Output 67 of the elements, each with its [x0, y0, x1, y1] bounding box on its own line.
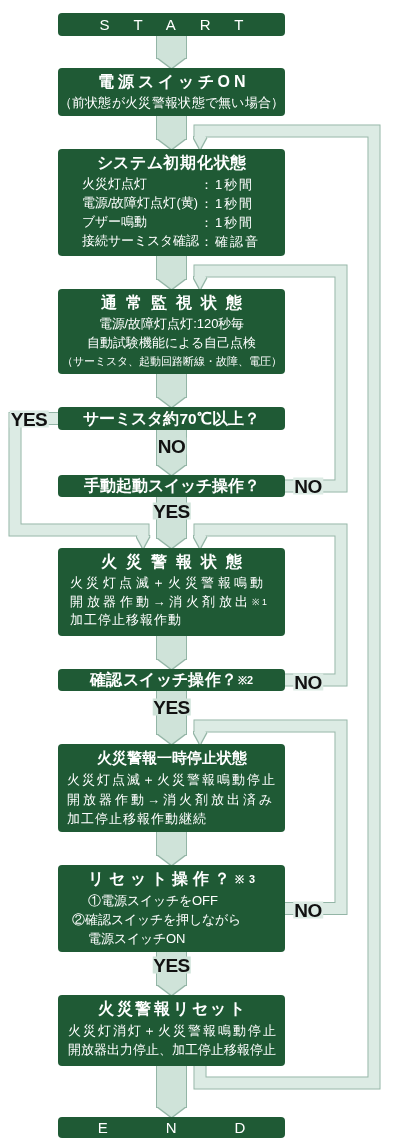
detail-text: 加工停止移報作動継続 — [67, 810, 206, 828]
flow-arrow — [157, 430, 186, 475]
heading: 電源スイッチON — [97, 72, 246, 92]
edge-label: NO — [156, 437, 187, 455]
flow-arrow — [157, 374, 186, 407]
process-box — [58, 995, 285, 1066]
return-arrow — [9, 413, 150, 548]
edge-label: NO — [293, 673, 323, 691]
detail-text: ①電源スイッチをOFF — [88, 892, 218, 910]
heading: システム初期化状態 — [96, 153, 247, 173]
process-box — [58, 548, 285, 636]
edge-label: NO — [293, 477, 323, 495]
flow-arrow — [157, 832, 186, 865]
edge-label: YES — [152, 502, 191, 520]
edge-label: YES — [152, 698, 191, 716]
edge-label: NO — [293, 901, 323, 919]
decision-box — [58, 865, 285, 952]
detail-text: 火災灯点滅＋火災警報鳴動停止 — [67, 771, 275, 789]
detail-text: 火災灯点滅＋火災警報鳴動 — [70, 574, 264, 592]
process-box — [58, 149, 285, 256]
heading: 火災警報一時停止状態 — [96, 748, 247, 768]
decision-box — [58, 669, 285, 691]
flow-arrow — [157, 256, 186, 289]
terminal-box — [58, 1117, 285, 1138]
heading: 火災警報リセット — [97, 999, 246, 1019]
return-arrow — [193, 125, 380, 1089]
detail-text: 自動試験機能による自己点検 — [87, 334, 256, 352]
terminal-box — [58, 13, 285, 36]
detail-text: 開放器出力停止、加工停止移報停止 — [67, 1041, 276, 1059]
detail-text: 加工停止移報作動 — [70, 611, 181, 629]
flow-arrow — [157, 952, 186, 995]
detail-text: 電源/故障灯点灯:120秒毎 — [98, 315, 245, 333]
detail-text: ②確認スイッチを押しながら電源スイッチON — [72, 911, 243, 948]
process-box — [58, 289, 285, 374]
decision-box — [58, 475, 285, 497]
decision-box — [58, 407, 285, 430]
flow-arrow — [157, 116, 186, 149]
item-label: 火災灯点灯 — [82, 176, 147, 193]
return-arrow — [193, 265, 347, 492]
return-arrow — [193, 720, 347, 914]
item-label: 接続サーミスタ確認 — [82, 233, 199, 250]
item-value: ：1秒間 — [200, 214, 253, 232]
item-value: ：1秒間 — [200, 195, 253, 213]
question-text: 手動起動スイッチ操作？ — [83, 476, 260, 496]
item-label: ブザー鳴動 — [82, 214, 147, 231]
terminal-text: START — [99, 14, 244, 35]
return-arrow — [193, 524, 347, 686]
item-value: ：1秒間 — [200, 176, 253, 194]
flow-arrow — [157, 691, 186, 744]
question-text: サーミスタ約70℃以上？ — [83, 408, 260, 429]
flow-arrow — [157, 36, 186, 68]
terminal-text: END — [97, 1117, 246, 1138]
process-box — [58, 744, 285, 832]
flow-arrow — [157, 636, 186, 669]
detail-text: （前状態が火災警報状態で無い場合） — [58, 95, 285, 112]
heading: 火災警報状態 — [101, 552, 242, 572]
edge-label: YES — [152, 956, 191, 974]
item-label: 電源/故障灯点灯(黄) — [82, 195, 198, 212]
process-box — [58, 68, 285, 116]
detail-text: （サーミスタ、起動回路断線・故障、電圧） — [61, 354, 282, 369]
heading: 通常監視状態 — [101, 293, 242, 313]
flow-arrow — [157, 497, 186, 548]
flow-arrow — [157, 1066, 186, 1117]
item-value: ：確認音 — [200, 233, 258, 251]
detail-text: 火災灯消灯＋火災警報鳴動停止 — [67, 1022, 276, 1040]
edge-label: YES — [9, 410, 49, 428]
detail-text: 開放器作動→消火剤放出済み — [67, 790, 272, 809]
